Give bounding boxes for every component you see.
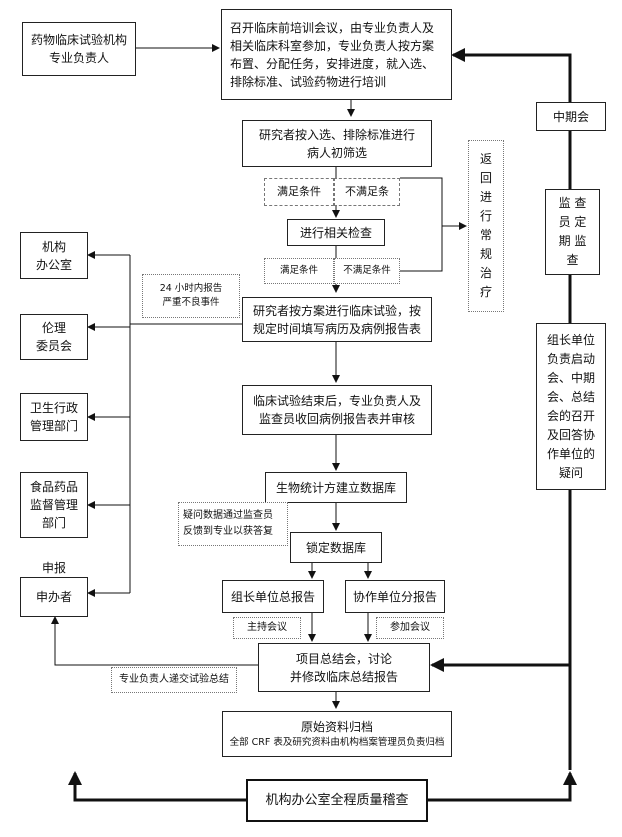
return-routine-treatment-box: 返 回 进 行 常 规 治 疗 (468, 140, 504, 312)
sae-report-note: 24 小时内报告 严重不良事件 (142, 274, 240, 318)
lock-database-box: 锁定数据库 (290, 532, 382, 563)
org-office-box: 机构 办公室 (20, 232, 88, 279)
ethics-committee-box: 伦理 委员会 (20, 314, 88, 360)
monitor-box: 监 查 员 定 期 监 查 (545, 189, 600, 275)
not-meets-condition-label: 不满足条 (334, 178, 400, 206)
archive-note: 全部 CRF 表及研究资料由机构档案管理员负责归档 (229, 737, 445, 748)
meets-condition-label: 满足条件 (264, 178, 334, 206)
summary-meeting-box: 项目总结会，讨论 并修改临床总结报告 (258, 643, 430, 692)
archive-box: 原始资料归档 全部 CRF 表及研究资料由机构档案管理员负责归档 (222, 711, 452, 757)
lead-unit-report-box: 组长单位总报告 (222, 580, 324, 613)
host-meeting-label: 主持会议 (233, 617, 301, 639)
lead-unit-duty-box: 组长单位 负责启动 会、中期 会、总结 会的召开 及回答协 作单位的 疑问 (536, 323, 606, 490)
arrow-summary-to-sponsor (51, 616, 258, 666)
query-feedback-note: 疑问数据通过监查员 反馈到专业以获答复 (178, 502, 288, 546)
screening-box: 研究者按入选、排除标准进行 病人初筛选 (242, 120, 432, 167)
thick-qc-left-arrow (68, 771, 246, 802)
build-database-box: 生物统计方建立数据库 (265, 472, 407, 503)
line-not-meets-1 (400, 177, 443, 226)
sponsor-box: 申办者 (20, 577, 88, 617)
meets-condition-label-2: 满足条件 (264, 258, 334, 284)
not-meets-condition-label-2: 不满足条件 (334, 258, 400, 284)
conduct-trial-box: 研究者按方案进行临床试验，按 规定时间填写病历及病例报告表 (242, 297, 432, 342)
training-meeting-box: 召开临床前培训会议，由专业负责人及相关临床科室参加，专业负责人按方案布置、分配任… (221, 9, 452, 100)
midterm-meeting-box: 中期会 (536, 102, 606, 131)
health-admin-box: 卫生行政 管理部门 (20, 393, 88, 441)
archive-title: 原始资料归档 (300, 720, 373, 734)
declare-label: 申报 (41, 561, 66, 575)
related-exam-box: 进行相关检查 (287, 219, 385, 246)
trial-end-box: 临床试验结束后，专业负责人及 监查员收回病例报告表并审核 (242, 385, 432, 435)
quality-audit-box: 机构办公室全程质量稽查 (246, 779, 428, 822)
fda-box: 食品药品 监督管理 部门 (20, 472, 88, 538)
investigator-box: 药物临床试验机构 专业负责人 (22, 22, 136, 76)
coop-unit-report-box: 协作单位分报告 (345, 580, 445, 613)
thick-qc-right-arrow (428, 771, 577, 802)
thick-right-vertical (451, 48, 572, 770)
line-not-meets-2 (390, 226, 443, 272)
submit-summary-note: 专业负责人递交试验总结 (111, 667, 237, 693)
attend-meeting-label: 参加会议 (376, 617, 444, 639)
